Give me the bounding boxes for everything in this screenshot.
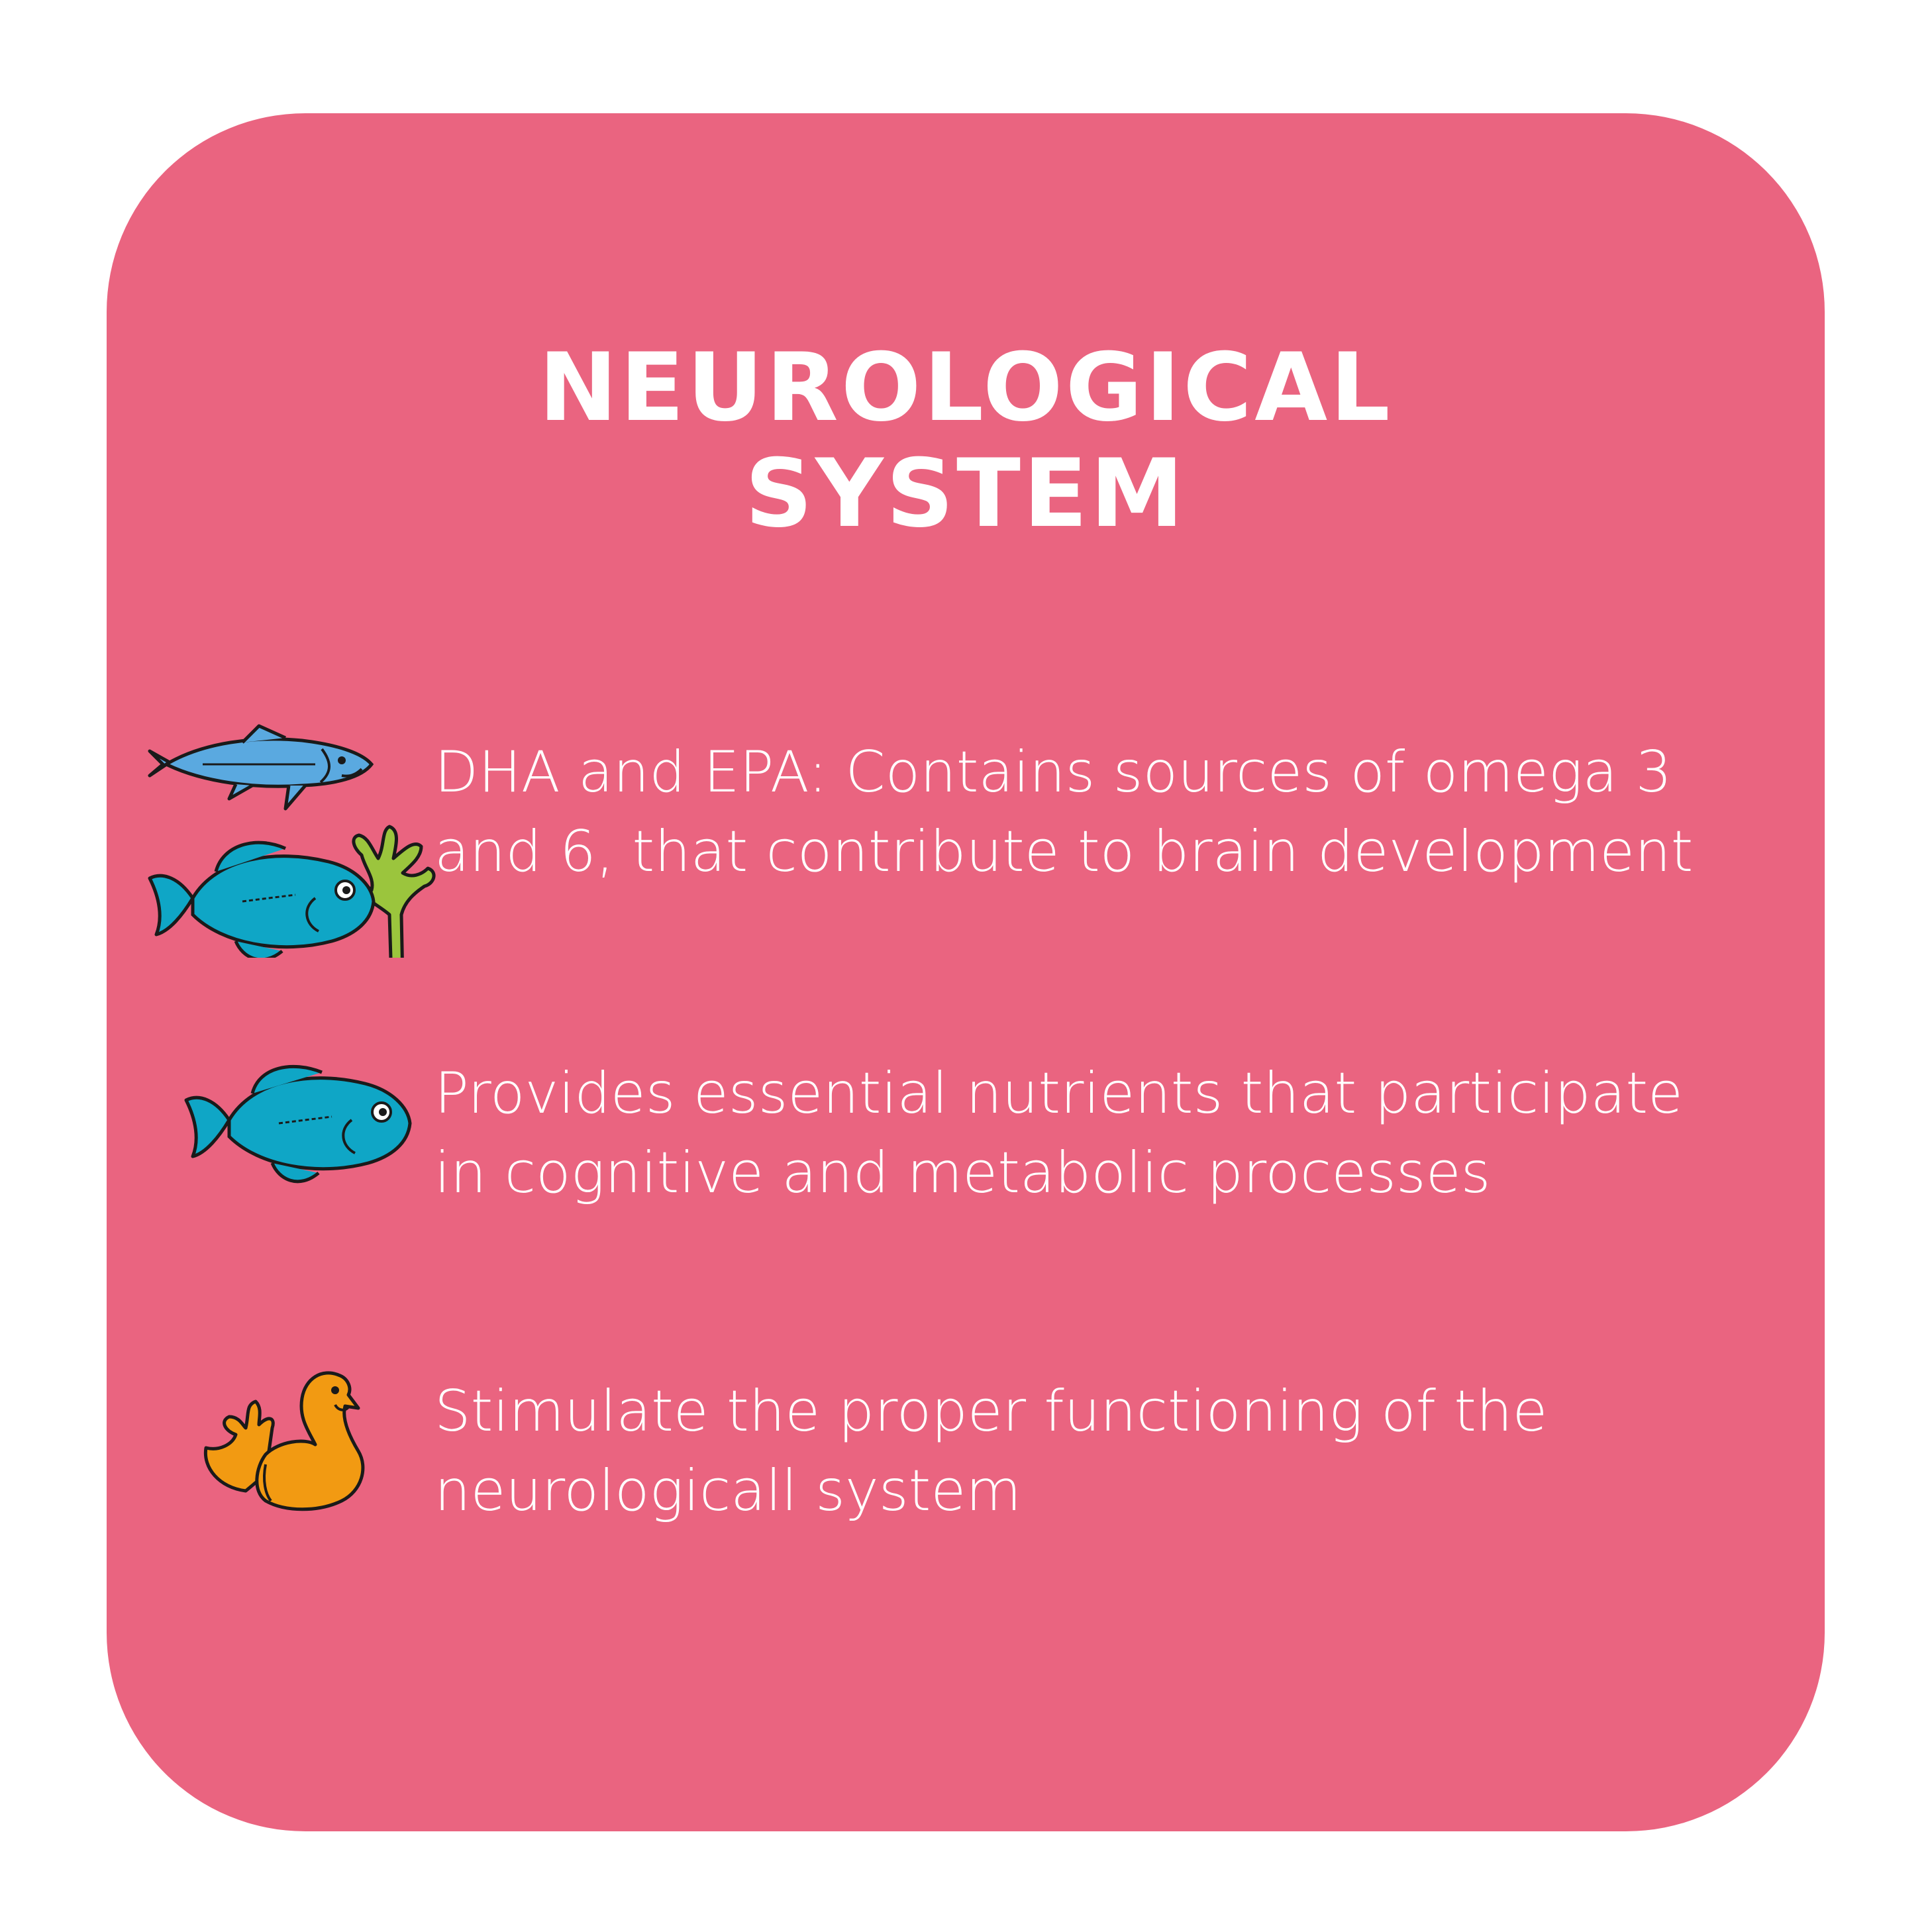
tropical-fish-icon [148,840,376,958]
item-2-line-2: in cognitive and metabolic processes [434,1140,1491,1206]
duck-icon [193,1358,365,1531]
item-1-line-2: and 6, that contribute to brain developm… [434,819,1694,885]
title-line-2: SYSTEM [744,439,1187,548]
fish-icon [183,1060,421,1193]
fish-and-seaweed-icon [143,680,501,958]
info-card: NEUROLOGICAL SYSTEM [107,113,1825,1831]
item-3-line-1: Stimulate the proper functioning of the [434,1378,1548,1445]
item-2-line-1: Provides essential nutrients that partic… [434,1060,1683,1127]
item-1-line-1: DHA and EPA: Contains sources of omega 3 [434,739,1672,805]
item-3-line-2: neurologicall system [434,1458,1022,1524]
sardine-icon [148,724,374,811]
title-line-1: NEUROLOGICAL [538,333,1393,442]
